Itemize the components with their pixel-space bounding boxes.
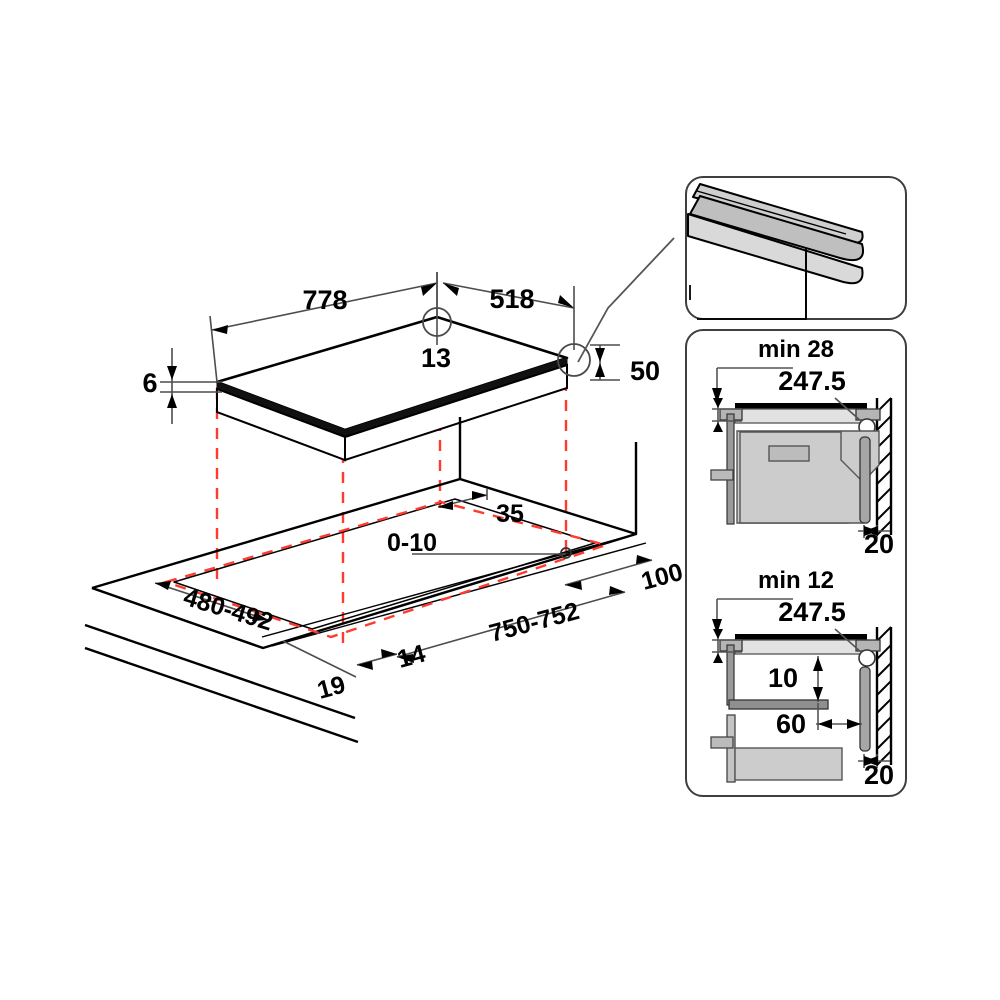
worktop-front-band-top [91, 586, 264, 650]
worktop-front-band-c [261, 533, 637, 638]
arrow-778-left [212, 325, 228, 334]
drawer-handle-min12 [710, 736, 734, 749]
worktop-front-band-d [271, 542, 647, 647]
dim-line-750 [396, 591, 626, 658]
arrow-min28-down [712, 388, 722, 403]
drawer-body-min12 [734, 747, 843, 781]
leader-19 [282, 640, 357, 678]
cooktop-side-right [344, 363, 568, 462]
worktop-front-band-a [84, 623, 356, 720]
ext-line-778-left [209, 315, 218, 383]
overhang-point [560, 547, 572, 559]
arrow-35-right [472, 491, 487, 500]
corner-detail-artwork [687, 183, 864, 320]
dim-line-778 [211, 282, 438, 331]
dim-label-778: 778 [302, 285, 347, 315]
appliance-footprint-projection [161, 500, 611, 639]
dim-label-35: 35 [496, 500, 524, 528]
dim-label-247-min28: 247.5 [778, 366, 846, 396]
arrow-518-right [558, 295, 574, 308]
arrow-14-b [381, 649, 397, 658]
arrow-60-b [847, 719, 861, 729]
arrow-10-b [813, 687, 823, 701]
arrow-10-a [813, 657, 823, 671]
shelf-min12 [728, 699, 829, 710]
left-rail-min12 [726, 644, 735, 706]
arrow-6-bot [167, 394, 177, 408]
corner-profile-band [689, 195, 864, 262]
cooktop-glass-min28 [735, 403, 867, 409]
arrow-518-left [443, 283, 459, 296]
worktop-slab-min12 [734, 639, 868, 655]
dim-label-6: 6 [142, 368, 157, 398]
corner-profile-inner-line1 [696, 190, 847, 235]
arrow-778-right [421, 283, 437, 296]
worktop-cutout-body [84, 417, 647, 744]
arrow-480-a [155, 581, 171, 590]
arrow-min12-a [713, 629, 723, 639]
arrow-min12-b [713, 653, 723, 663]
oven-handle-min28 [710, 469, 734, 481]
dim-label-60: 60 [776, 709, 806, 739]
arrow-50-bot [595, 363, 605, 377]
dim-label-0-10: 0-10 [387, 529, 437, 557]
worktop-slab-min28 [734, 408, 868, 424]
arrow-100-b [636, 555, 652, 564]
dim-label-13: 13 [421, 343, 451, 373]
wall-rail-min12 [859, 666, 871, 752]
dim-label-247-min12: 247.5 [778, 597, 846, 627]
detail-callout-leader [577, 237, 675, 363]
arrow-50-top [595, 348, 605, 362]
dim-line-518 [442, 282, 575, 309]
arrow-35-left [438, 501, 453, 510]
worktop-front-band-b [84, 646, 359, 744]
leader-247-min12 [834, 628, 863, 654]
cooktop-body [215, 307, 591, 462]
arrow-20-min12-b [864, 756, 878, 766]
arrow-6-top [167, 366, 177, 380]
corner-worktop-outline [697, 250, 807, 320]
section-min12: min 12 247.5 10 60 20 [710, 567, 894, 790]
wall-rail-min28 [859, 436, 871, 524]
dim-line-14 [356, 653, 398, 666]
dim-label-518: 518 [489, 284, 534, 314]
dim-label-20-min12: 20 [864, 760, 894, 790]
arrow-480-b [252, 612, 268, 621]
arrow-min12-down [712, 619, 722, 634]
arrow-min28-b [713, 422, 723, 432]
corner-marker-min12 [858, 649, 876, 667]
arrow-750-b [609, 586, 625, 595]
section-min28: min 28 247.5 20 [710, 336, 894, 559]
dim-label-20-min28: 20 [864, 529, 894, 559]
dim-label-min28: min 28 [758, 336, 834, 363]
dim-line-100 [564, 559, 653, 586]
arrow-min28-a [713, 398, 723, 408]
dim-label-10: 10 [768, 663, 798, 693]
arrow-20-min28-b [864, 526, 878, 536]
footprint-outline [161, 500, 611, 639]
arrow-100-a [565, 581, 582, 590]
cooktop-glass-min12 [735, 634, 867, 640]
dim-line-480 [154, 582, 269, 621]
oven-panel-min28 [768, 445, 810, 462]
arrow-60-a [818, 719, 832, 729]
leader-247-min28 [834, 397, 863, 423]
arrow-14-a [357, 661, 373, 670]
corner-profile-underside [687, 213, 864, 285]
dimension-lines-group [154, 272, 653, 678]
dim-label-50: 50 [630, 356, 660, 386]
arrow-750-a [397, 654, 414, 663]
left-rail-min28 [726, 413, 735, 525]
dim-label-min12: min 12 [758, 567, 834, 594]
